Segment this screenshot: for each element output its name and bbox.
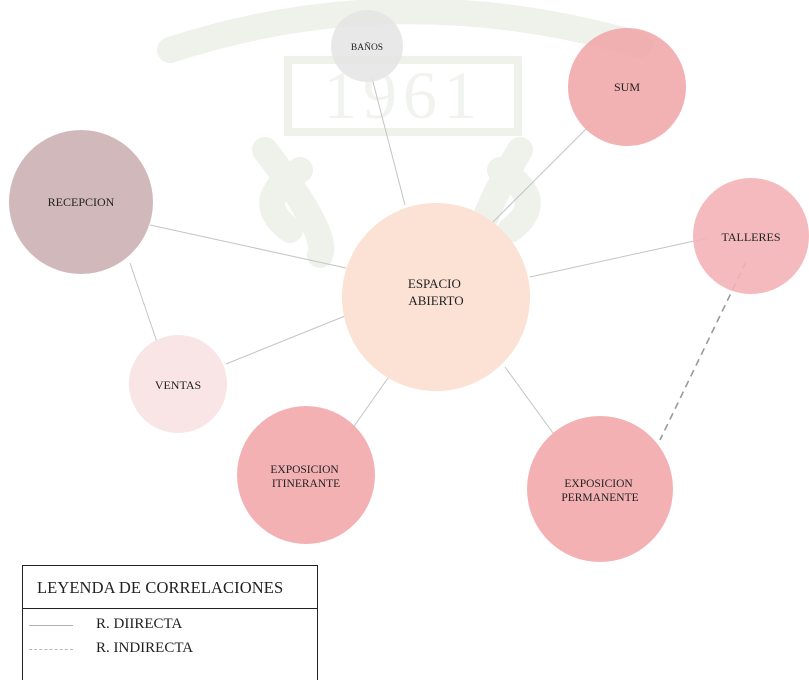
legend-item-directa: R. DIIRECTA xyxy=(23,613,317,637)
node-label-talleres: TALLERES xyxy=(721,230,780,244)
edge-espacio-ventas xyxy=(225,315,346,365)
node-label-banos: BAÑOS xyxy=(351,41,383,53)
node-sum: SUM xyxy=(568,28,686,146)
legend-label-directa: R. DIIRECTA xyxy=(96,616,183,632)
node-label-espacio-abierto-line-1: ESPACIO xyxy=(408,276,461,291)
edge-espacio-sum xyxy=(492,124,591,223)
node-label-recepcion: RECEPCION xyxy=(48,195,115,209)
edge-recepcion-ventas xyxy=(129,262,159,346)
node-label-itinerante-line-1: EXPOSICION xyxy=(270,464,339,476)
node-label-permanente-line-2: PERMANENTE xyxy=(561,492,638,504)
node-label-espacio-abierto: ESPACIO ABIERTO xyxy=(408,276,464,308)
solid-line-swatch-icon xyxy=(29,625,73,626)
legend-box: LEYENDA DE CORRELACIONES R. DIIRECTA R. … xyxy=(22,565,318,680)
node-label-exposicion-itinerante: EXPOSICION ITINERANTE xyxy=(270,464,341,490)
node-label-sum: SUM xyxy=(614,80,640,94)
relation-lines xyxy=(129,77,747,441)
node-ventas: VENTAS xyxy=(129,335,227,433)
edge-espacio-recepcion xyxy=(149,224,347,269)
node-recepcion: RECEPCION xyxy=(9,130,153,274)
edge-espacio-banos xyxy=(371,77,406,206)
legend-label-indirecta: R. INDIRECTA xyxy=(96,640,194,656)
legend-item-indirecta: R. INDIRECTA xyxy=(23,637,317,661)
edge-espacio-talleres xyxy=(529,237,709,278)
node-espacio-abierto: ESPACIO ABIERTO xyxy=(342,203,530,391)
node-label-itinerante-line-2: ITINERANTE xyxy=(272,478,340,490)
edge-espacio-itinerante xyxy=(349,377,389,433)
dashed-line-swatch-icon xyxy=(29,649,73,650)
node-label-ventas: VENTAS xyxy=(155,378,201,392)
edge-talleres-permanente-indirect xyxy=(659,261,747,441)
node-exposicion-permanente: EXPOSICION PERMANENTE xyxy=(527,416,673,562)
node-label-permanente-line-1: EXPOSICION xyxy=(564,478,633,490)
node-exposicion-itinerante: EXPOSICION ITINERANTE xyxy=(237,406,375,544)
node-label-espacio-abierto-line-2: ABIERTO xyxy=(408,293,463,308)
node-talleres: TALLERES xyxy=(693,178,809,294)
edge-espacio-permanente xyxy=(504,366,554,434)
legend-title: LEYENDA DE CORRELACIONES xyxy=(23,566,317,609)
node-label-exposicion-permanente: EXPOSICION PERMANENTE xyxy=(561,478,638,504)
node-banos: BAÑOS xyxy=(331,10,403,82)
